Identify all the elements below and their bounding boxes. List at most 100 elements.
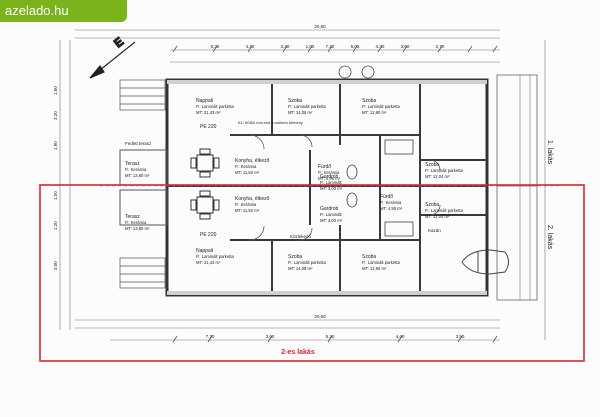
top-room-name: Nappali [196,98,213,104]
side-dim: 1,90 [53,141,58,150]
wall-hatch [167,80,487,295]
note-pe-top: PE 220 [200,124,217,130]
top-room-floor: P.: Kerámia [235,164,257,169]
car-icon [461,249,509,275]
top-room-floor: P.: Laminált [320,180,342,185]
tick-mark [352,45,358,53]
note-corridor: Közlekedő [290,234,312,239]
top-room-area: MT: 11,82 m² [235,170,260,175]
bottom-room-area: MT: 31,43 m² [196,260,221,265]
tick-mark [492,45,498,53]
top-room-floor: P.: Laminált parketta [196,104,235,109]
bottom-room-name: Terasz [125,214,140,220]
bottom-room-floor: P.: Laminált parketta [196,254,235,259]
tick-mark [307,45,313,53]
bottom-room-name: Gardrob [320,206,339,212]
bottom-room-floor: P.: Laminált parketta [425,208,464,213]
bottom-dim-total: 20,60 [314,314,326,319]
top-room-area: MT: 31,43 m² [196,110,221,115]
top-room-name: Szoba [288,98,302,104]
bottom-room-floor: P.: Kerámia [125,220,147,225]
side-dim: 1,50 [53,191,58,200]
top-room-name: Fürdő [318,164,331,170]
dimension-ticks [172,45,498,343]
tick-mark [397,335,403,343]
top-room-name: Konyha, étkező [235,158,270,164]
bottom-room-name: Nappali [196,248,213,254]
dining-table-bottom [190,190,220,220]
tick-mark [437,45,443,53]
bottom-room-floor: P.: Laminált [320,212,342,217]
tick-mark [377,45,383,53]
tick-mark [327,335,333,343]
bottom-room-name: Konyha, étkező [235,196,270,202]
bottom-room-name: Szoba [425,202,439,208]
watermark-logo: azelado.hu [0,0,127,22]
tick-mark [402,45,408,53]
door-swings [249,134,441,241]
top-room-area: MT: 3,00 m² [320,186,343,191]
top-room-name: Terasz [125,161,140,167]
bottom-room-area: MT: 12,60 m² [362,266,387,271]
side-dim: 1,60 [53,86,58,95]
bottom-room-floor: P.: Kerámia [380,200,402,205]
top-room-floor: P.: Laminált parketta [288,104,327,109]
top-dim: 2,70 [436,44,445,49]
top-room-name: Szoba [425,162,439,168]
bottom-room-area: MT: 3,00 m² [320,218,343,223]
bottom-dim: 3,50 [456,334,465,339]
dining-table-top [190,148,220,178]
entrance-steps [119,79,166,289]
highlight-frame [39,184,585,362]
tick-mark [267,335,273,343]
top-dim: 3,40 [281,44,290,49]
tick-mark [172,45,178,53]
bottom-room-floor: P.: Kerámia [235,202,257,207]
bottom-room-name: Szoba [288,254,302,260]
top-room-floor: P.: Kerámia [318,170,340,175]
tick-mark [207,335,213,343]
tick-mark [247,45,253,53]
top-dim: 4,40 [246,44,255,49]
tick-mark [212,45,218,53]
side-dim: 1,20 [53,221,58,230]
tick-mark [457,335,463,343]
note-boiler: Kazán [428,228,441,233]
highlight-label: 2-es lakás [281,349,315,356]
bottom-room-name: Fürdő [380,194,393,200]
side-dim: 3,00 [53,261,58,270]
note-chimney: K1: 60/60 mm cső a mûleen kémény [238,120,303,125]
top-room-area: MT: 14,08 m² [288,110,313,115]
tick-mark [172,335,178,343]
top-room-name: Gardrob [320,174,339,180]
tick-mark [327,45,333,53]
top-room-floor: P.: Laminált parketta [362,104,401,109]
bottom-room-area: MT: 11,82 m² [235,208,260,213]
bottom-room-area: MT: 12,04 m² [425,214,450,219]
tick-mark [467,45,473,53]
side-dim: 3,20 [53,111,58,120]
top-room-floor: P.: Laminált parketta [425,168,464,173]
unit-label-1: 1. lakás [546,140,553,165]
top-room-area: MT: 13,60 m² [125,173,150,178]
note-pe-bottom: PE 220 [200,232,217,238]
dimension-frame [59,29,546,341]
bottom-room-area: MT: 14,08 m² [288,266,313,271]
north-arrow-icon: E [89,34,136,79]
top-dim: 3,60 [401,44,410,49]
bottom-room-floor: P.: Laminált parketta [362,260,401,265]
bathroom-fixtures [338,65,414,237]
watermark-text: azelado.hu [5,3,69,18]
top-dim: 1,00 [306,44,315,49]
tick-mark [282,45,288,53]
bottom-dim: 5,20 [326,334,335,339]
top-room-area: MT: 4,90 m² [318,176,341,181]
bottom-dim: 7,70 [206,334,215,339]
bottom-dim: 3,60 [266,334,275,339]
top-room-area: MT: 12,60 m² [362,110,387,115]
parking-area [496,74,538,301]
